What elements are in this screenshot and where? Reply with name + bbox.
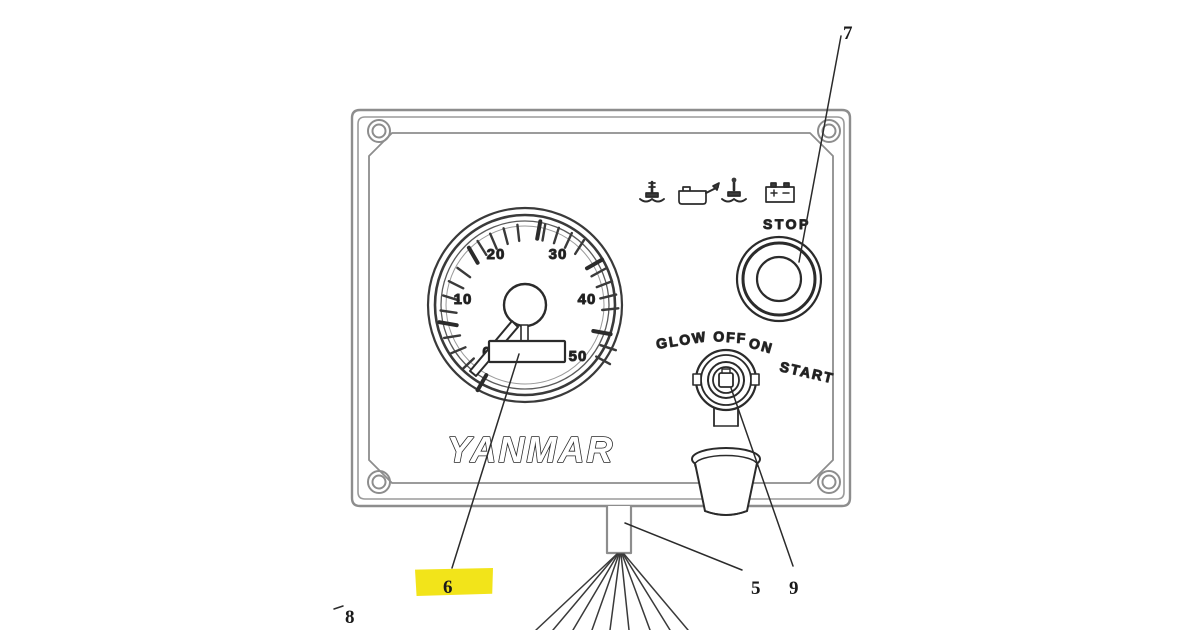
leader-line-8 [333, 605, 344, 610]
battery-icon [765, 182, 795, 203]
corner-screw-bottom-left [367, 470, 391, 494]
callout-leader-lines [333, 35, 842, 610]
leader-line-6 [451, 353, 520, 569]
gauge-number-20: 20 [487, 246, 506, 263]
gauge-major-ticks [437, 219, 613, 393]
rubber-boot-cap [691, 447, 761, 516]
coolant-level-icon [721, 177, 747, 203]
tachometer-hourmeter: 0 10 20 30 40 50 YANMAR [426, 206, 624, 471]
leader-line-5 [624, 522, 743, 571]
yanmar-brand-logo: YANMAR [447, 429, 614, 470]
corner-screw-bottom-right [817, 470, 841, 494]
harness-wires [535, 553, 689, 630]
corner-screw-top-left [367, 119, 391, 143]
gauge-minor-ticks [439, 223, 620, 371]
leader-line-7 [798, 35, 842, 263]
panel-corner-screws [367, 119, 841, 494]
oil-can-icon [678, 182, 720, 205]
callout-5: 5 [751, 578, 761, 599]
key-switch-label-off: OFF [713, 328, 748, 346]
stop-button-label: STOP [763, 216, 811, 232]
gauge-hub-stem [520, 324, 529, 342]
gauge-hub [502, 282, 548, 328]
gauge-number-10: 10 [454, 291, 473, 308]
yellow-highlight-6 [415, 568, 493, 596]
wiring-harness [535, 504, 689, 630]
gauge-number-40: 40 [578, 291, 597, 308]
callout-6: 6 [443, 577, 453, 598]
callout-7: 7 [843, 23, 853, 44]
gauge-number-50: 50 [569, 348, 588, 365]
leader-line-9 [730, 387, 794, 567]
coolant-temp-icon [639, 180, 665, 203]
key-switch-label-on: ON [747, 335, 775, 357]
hourmeter-window [487, 339, 567, 364]
corner-screw-top-right [817, 119, 841, 143]
gauge-number-30: 30 [549, 246, 568, 263]
warning-indicator-row [639, 177, 795, 205]
callout-8: 8 [345, 607, 355, 628]
callout-9: 9 [789, 578, 799, 599]
